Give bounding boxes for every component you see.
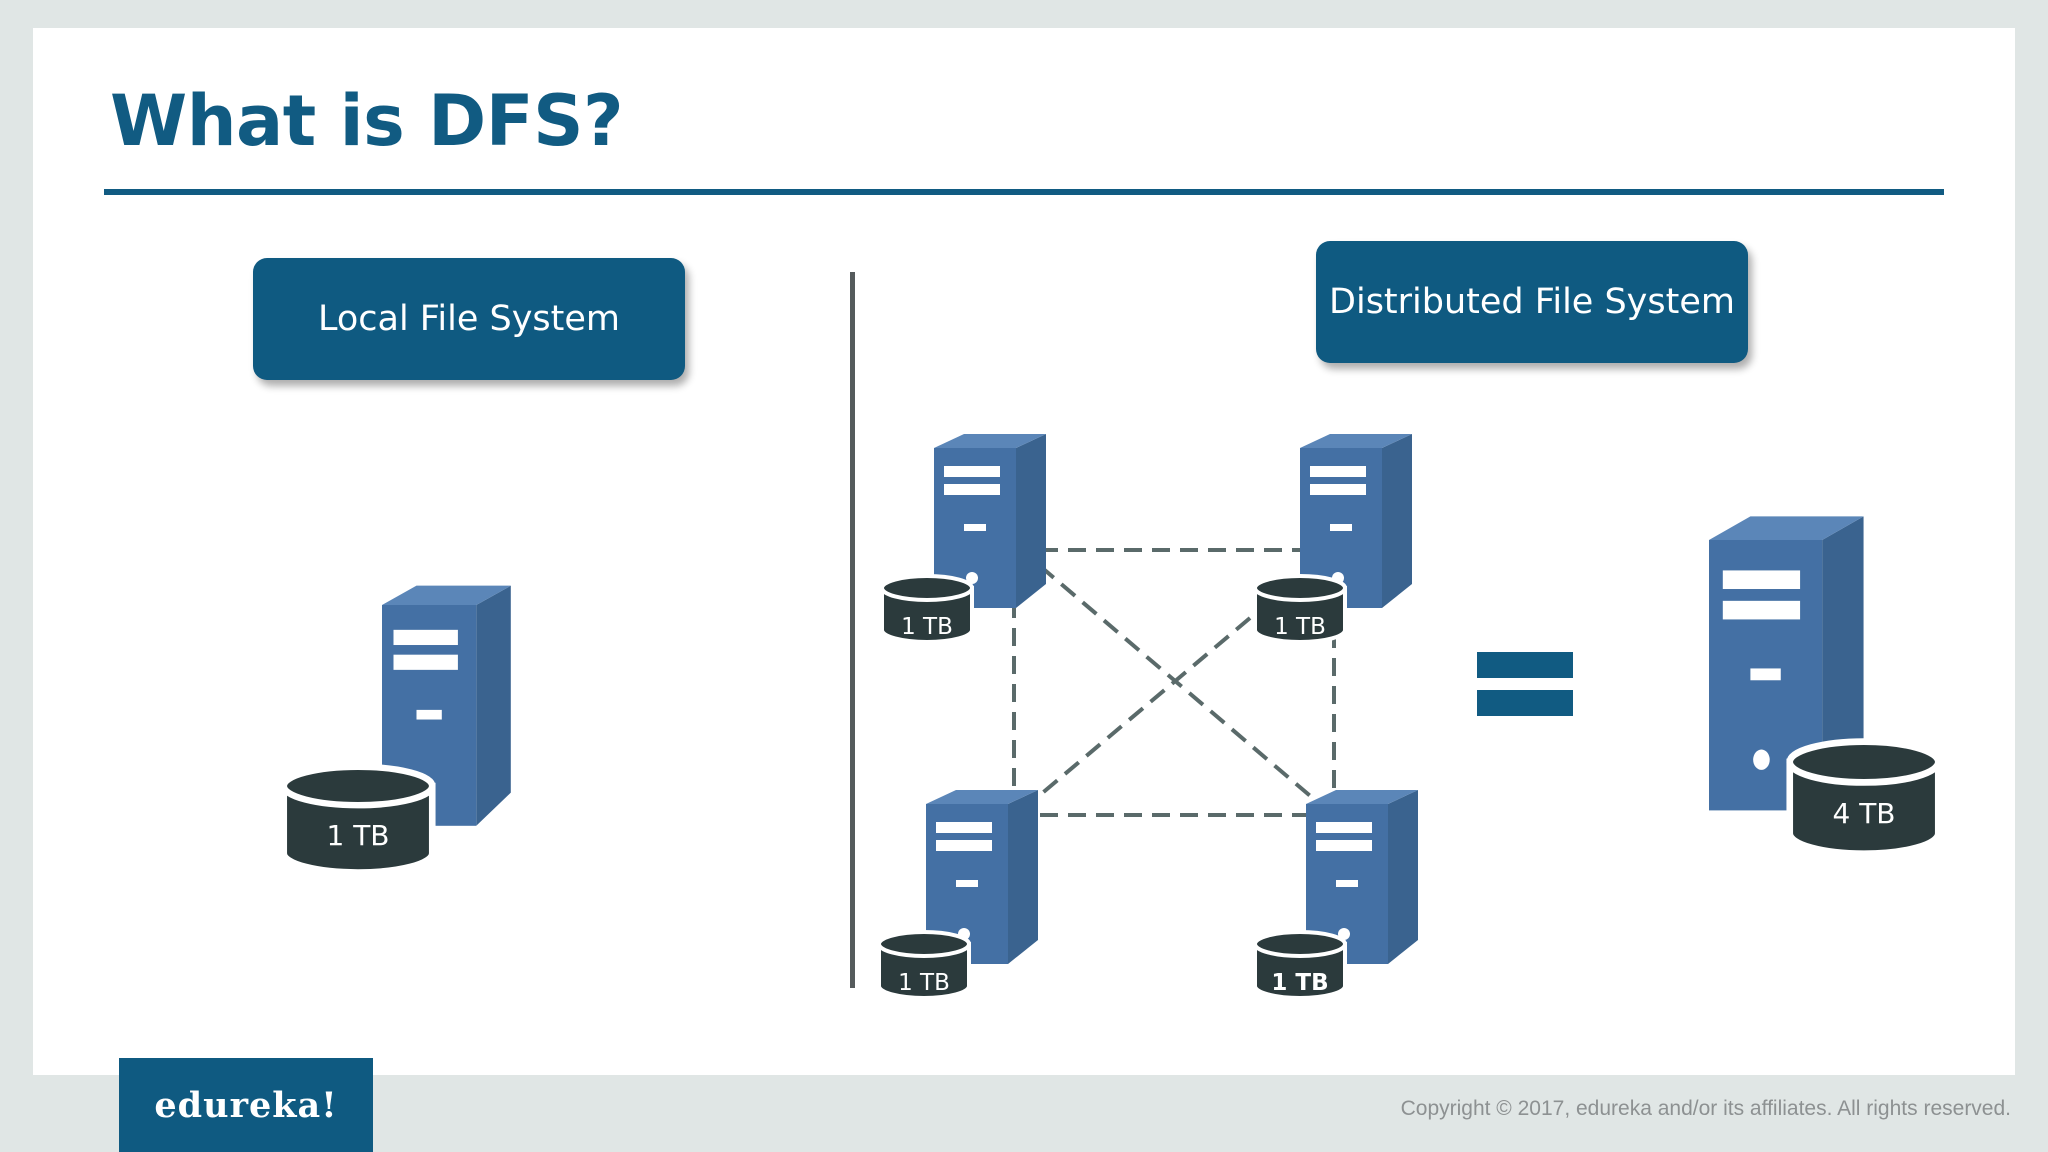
local-file-system-label: Local File System bbox=[253, 258, 685, 380]
edureka-logo: edureka! bbox=[119, 1058, 373, 1152]
disk-node-bottom-left-icon: 1 TB bbox=[877, 930, 971, 1000]
node-connections bbox=[1012, 548, 1336, 817]
equals-sign-icon bbox=[1477, 652, 1573, 716]
disk-node-top-left-icon: 1 TB bbox=[880, 574, 974, 644]
distributed-file-system-text: Distributed File System bbox=[1329, 282, 1735, 322]
disk-node-top-right-label: 1 TB bbox=[1274, 614, 1326, 640]
local-file-system-text: Local File System bbox=[317, 299, 621, 339]
combined-disk-icon: 4 TB bbox=[1790, 742, 1939, 854]
local-disk-label: 1 TB bbox=[326, 819, 389, 852]
disk-node-top-left-label: 1 TB bbox=[901, 614, 953, 640]
title-underline bbox=[104, 189, 1944, 195]
disk-node-bottom-left-label: 1 TB bbox=[898, 970, 950, 996]
section-divider bbox=[850, 272, 855, 988]
distributed-file-system-label: Distributed File System bbox=[1316, 241, 1748, 363]
disk-node-bottom-right-label: 1 TB bbox=[1271, 970, 1328, 996]
combined-disk-label: 4 TB bbox=[1832, 797, 1895, 830]
copyright-notice: Copyright © 2017, edureka and/or its aff… bbox=[1400, 1097, 2011, 1120]
disk-node-bottom-right-icon: 1 TB bbox=[1253, 930, 1347, 1000]
page-title: What is DFS? bbox=[110, 80, 624, 162]
logo-text: edureka! bbox=[154, 1084, 338, 1126]
local-disk-icon: 1 TB bbox=[284, 767, 433, 873]
disk-node-top-right-icon: 1 TB bbox=[1253, 574, 1347, 644]
